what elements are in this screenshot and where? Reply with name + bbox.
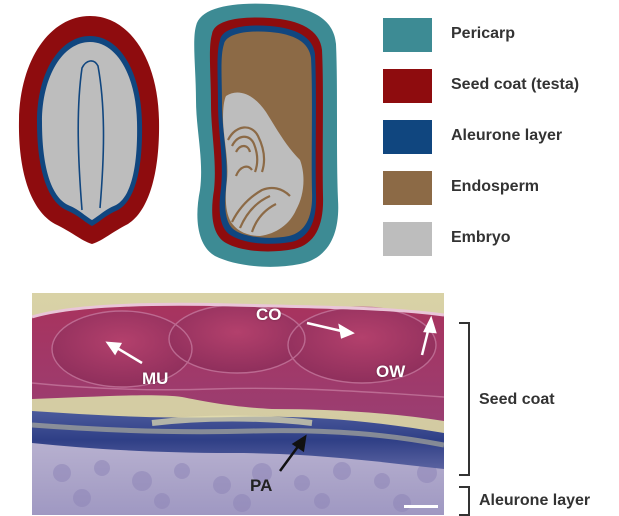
micrograph: CO MU OW PA	[32, 293, 444, 515]
legend-item-seed-coat: Seed coat (testa)	[383, 69, 619, 103]
label-co: CO	[256, 305, 282, 325]
left-seed-diagram	[19, 16, 159, 244]
legend-label: Aleurone layer	[451, 127, 562, 145]
legend-item-aleurone-layer: Aleurone layer	[383, 120, 619, 154]
legend-item-pericarp: Pericarp	[383, 18, 619, 52]
legend-label: Endosperm	[451, 178, 539, 196]
label-mu: MU	[142, 369, 168, 389]
legend-item-endosperm: Endosperm	[383, 171, 619, 205]
seed-coat-bracket	[459, 322, 470, 476]
aleurone-bracket	[459, 486, 470, 516]
legend-label: Seed coat (testa)	[451, 76, 579, 94]
aleurone-label: Aleurone layer	[479, 492, 590, 510]
legend-swatch	[383, 120, 432, 154]
seed-diagrams	[0, 0, 380, 280]
legend-label: Embryo	[451, 229, 511, 247]
label-ow: OW	[376, 362, 405, 382]
legend-swatch	[383, 18, 432, 52]
micrograph-image	[32, 293, 444, 515]
scale-bar	[404, 505, 438, 508]
left-embryo	[42, 42, 137, 220]
right-seed-diagram	[194, 4, 338, 267]
legend-swatch	[383, 69, 432, 103]
legend-swatch	[383, 222, 432, 256]
legend-item-embryo: Embryo	[383, 222, 619, 256]
seed-coat-label: Seed coat	[479, 391, 555, 409]
label-pa: PA	[250, 476, 272, 496]
legend-swatch	[383, 171, 432, 205]
legend-label: Pericarp	[451, 25, 515, 43]
